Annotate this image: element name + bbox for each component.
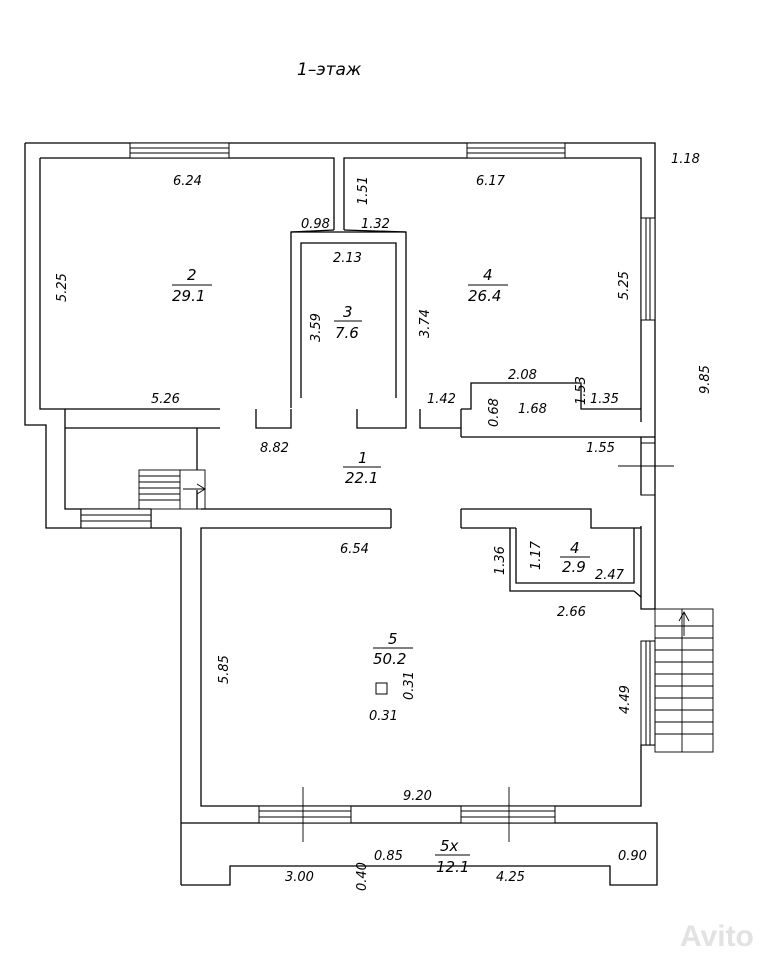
dim-r4-nook-h: 1.32 bbox=[361, 217, 390, 232]
dim-r5-c1: 1.36 bbox=[493, 546, 508, 575]
dim-r5-right: 4.49 bbox=[618, 685, 633, 714]
dim-t-5: 0.90 bbox=[618, 849, 647, 864]
staircase-hall bbox=[138, 469, 206, 510]
dim-hall-left: 8.82 bbox=[260, 441, 289, 456]
dim-r5-left: 5.85 bbox=[217, 655, 232, 684]
dim-r4-b1: 1.42 bbox=[427, 392, 456, 407]
dim-r4-nook-v: 1.51 bbox=[356, 176, 371, 205]
column-icon bbox=[375, 682, 388, 695]
dim-r4b-h: 1.17 bbox=[529, 540, 544, 570]
room-4-number: 4 bbox=[483, 266, 493, 284]
dim-ext-top: 1.18 bbox=[671, 152, 700, 167]
fraction-bars bbox=[172, 284, 590, 856]
dim-r5-top: 6.54 bbox=[340, 542, 369, 557]
dim-r3-right: 3.74 bbox=[418, 309, 433, 338]
dim-r4b-w: 2.47 bbox=[595, 568, 625, 583]
room-4b-number: 4 bbox=[570, 539, 580, 557]
room-4b-area: 2.9 bbox=[562, 558, 586, 576]
dim-r4-b2: 2.08 bbox=[508, 368, 537, 383]
dim-t-1: 3.00 bbox=[285, 870, 314, 885]
dim-r2-top: 6.24 bbox=[173, 174, 202, 189]
dim-r4-top: 6.17 bbox=[476, 174, 506, 189]
axis-marks bbox=[302, 465, 674, 842]
dim-col-h: 0.31 bbox=[402, 671, 417, 700]
dim-r5-c2: 2.66 bbox=[557, 605, 586, 620]
dim-t-4: 4.25 bbox=[496, 870, 525, 885]
room-1-number: 1 bbox=[358, 449, 368, 467]
dim-t-3: 0.85 bbox=[374, 849, 403, 864]
staircase-outer bbox=[654, 608, 714, 753]
room-3-area: 7.6 bbox=[335, 324, 359, 342]
dim-hall-right: 1.55 bbox=[586, 441, 615, 456]
room-5-area: 50.2 bbox=[373, 650, 406, 668]
dim-t-2: 0.40 bbox=[355, 862, 370, 891]
dim-r3-top: 2.13 bbox=[333, 251, 362, 266]
room-2-number: 2 bbox=[187, 266, 197, 284]
dim-r5-bottom: 9.20 bbox=[403, 789, 432, 804]
dim-r4-right: 5.25 bbox=[617, 271, 632, 300]
dim-r4-b5: 0.68 bbox=[487, 398, 502, 427]
dim-r2-left: 5.25 bbox=[55, 273, 70, 302]
room-5x-number: 5х bbox=[440, 837, 459, 855]
room-5-number: 5 bbox=[388, 630, 398, 648]
dim-ext-side: 9.85 bbox=[698, 365, 713, 394]
room-5x-area: 12.1 bbox=[436, 858, 469, 876]
dim-r3-left: 3.59 bbox=[309, 313, 324, 342]
dim-r4-b3: 1.53 bbox=[574, 376, 589, 405]
floor-title: 1–этаж bbox=[297, 60, 362, 80]
room-4-area: 26.4 bbox=[468, 287, 501, 305]
dim-r4-b4: 1.35 bbox=[590, 392, 619, 407]
room-3-number: 3 bbox=[343, 303, 353, 321]
room-2-area: 29.1 bbox=[172, 287, 205, 305]
windows bbox=[80, 142, 656, 824]
dim-r2-bottom: 5.26 bbox=[151, 392, 180, 407]
dim-col-w: 0.31 bbox=[369, 709, 398, 724]
dim-hall-mid: 1.68 bbox=[518, 402, 547, 417]
room-1-area: 22.1 bbox=[345, 469, 378, 487]
watermark: Avito bbox=[680, 920, 754, 953]
dim-r2-nook: 0.98 bbox=[301, 217, 330, 232]
